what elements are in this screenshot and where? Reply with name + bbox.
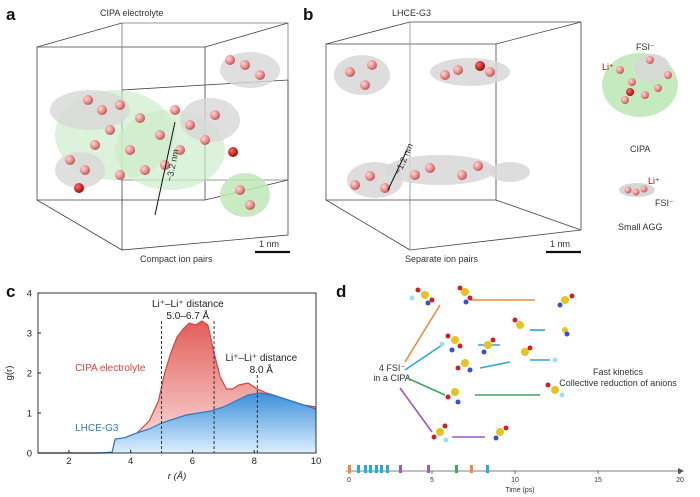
x-tick-label: 6 — [190, 456, 195, 467]
panel-a-caption: Compact ion pairs — [140, 254, 213, 264]
d-note-line2: Collective reduction of anions — [559, 378, 677, 388]
rdf-chart: 2 4 6 8 10 0 1 2 3 4 r (Å) g(r) — [4, 289, 321, 483]
series-label-lhce: LHCE-G3 — [75, 423, 119, 434]
time-axis: 0 5 10 15 20 Time (ps) — [346, 465, 684, 494]
d-note-line1: Fast kinetics — [593, 367, 644, 377]
panel-label-a: a — [6, 5, 16, 24]
annot-li-distance-2: Li⁺–Li⁺ distance — [225, 353, 297, 364]
x-tick-label: 10 — [311, 456, 322, 467]
x-tick-label: 8 — [252, 456, 257, 467]
legend-fsi-label: FSI⁻ — [636, 42, 655, 52]
simulation-box-b — [325, 21, 582, 251]
d-center-line2: in a CIPA — [373, 373, 410, 383]
scale-label-b: 1 nm — [550, 239, 570, 249]
fsi-molecules — [409, 285, 575, 443]
annot-li-distance-1: Li⁺–Li⁺ distance — [152, 299, 224, 310]
y-tick-label: 2 — [27, 369, 32, 380]
x-tick-label: 4 — [128, 456, 133, 467]
d-center-line1: 4 FSI⁻ — [379, 363, 406, 373]
ion-cluster-b — [334, 55, 530, 198]
time-tick-15: 15 — [594, 477, 602, 484]
x-tick-label: 2 — [66, 456, 71, 467]
time-tick-0: 0 — [347, 477, 351, 484]
x-axis-label: r (Å) — [168, 471, 186, 482]
panel-a: a CIPA electrolyte — [6, 5, 290, 264]
series-area-1 — [38, 393, 316, 453]
reaction-arrows — [399, 299, 550, 438]
time-axis-label: Time (ps) — [505, 487, 534, 494]
time-event-markers — [348, 465, 489, 473]
legend-cipa-label: CIPA — [630, 144, 650, 154]
legend-agg-li-label: Li⁺ — [648, 176, 660, 186]
panel-label-d: d — [336, 282, 346, 301]
series-label-cipa: CIPA electrolyte — [75, 363, 146, 374]
panel-b: b LHCE-G3 — [303, 5, 678, 264]
time-tick-5: 5 — [430, 477, 434, 484]
legend-agg-label: Small AGG — [618, 222, 663, 232]
y-tick-label: 0 — [27, 449, 32, 460]
ion-cluster-a — [50, 52, 280, 217]
panel-b-caption: Separate ion pairs — [405, 254, 479, 264]
annot-li-range-1: 5.0–6.7 Å — [166, 309, 209, 322]
legend-agg-fsi-label: FSI⁻ — [655, 198, 674, 208]
y-tick-label: 1 — [27, 409, 32, 420]
structure-legend: FSI⁻ Li⁺ CIPA Li⁺ FSI⁻ Small AGG — [602, 42, 678, 232]
time-tick-10: 10 — [511, 477, 519, 484]
panel-label-b: b — [303, 5, 313, 24]
y-axis-label: g(r) — [4, 366, 15, 381]
panel-a-title: CIPA electrolyte — [100, 8, 163, 18]
series-line-1 — [38, 392, 317, 454]
time-tick-20: 20 — [676, 477, 684, 484]
annot-li-range-2: 8.0 Å — [250, 363, 274, 376]
panel-b-title: LHCE-G3 — [392, 8, 431, 18]
distance-line-b — [387, 149, 408, 191]
y-tick-label: 3 — [27, 329, 32, 340]
y-tick-label: 4 — [27, 289, 32, 300]
distance-line-a — [154, 121, 176, 216]
scale-label-a: 1 nm — [259, 239, 279, 249]
legend-li-label: Li⁺ — [602, 62, 614, 72]
panel-label-c: c — [6, 282, 15, 301]
panel-d: d 4 FSI⁻ in a CIPA Fast kinetics Collect… — [336, 282, 684, 494]
